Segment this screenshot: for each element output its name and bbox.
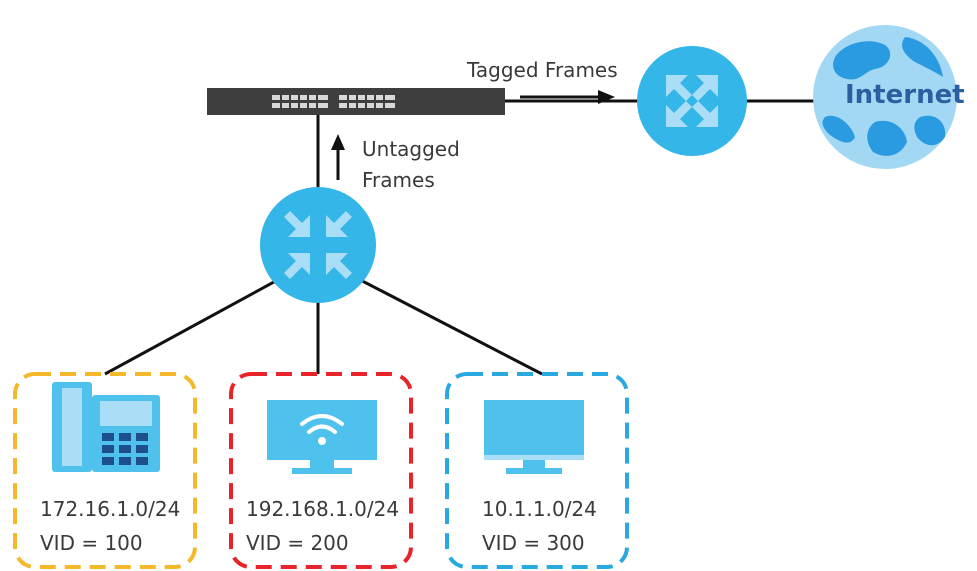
vlan-box-300 xyxy=(445,372,629,569)
vid-label-200: VID = 200 xyxy=(246,531,349,555)
subnet-label-200: 192.168.1.0/24 xyxy=(246,497,400,521)
vlan-box-200 xyxy=(229,372,413,569)
wifi-monitor-icon xyxy=(267,400,377,474)
vid-label-100: VID = 100 xyxy=(40,531,143,555)
untagged-arrow xyxy=(331,134,345,180)
untagged-label-line2: Frames xyxy=(362,168,435,192)
internet-globe-icon xyxy=(813,25,957,169)
phone-icon xyxy=(52,382,160,472)
vlan-box-100 xyxy=(13,372,197,569)
switch xyxy=(207,88,505,115)
untagged-label-line1: Untagged xyxy=(362,137,460,161)
subnet-label-100: 172.16.1.0/24 xyxy=(40,497,181,521)
subnet-label-300: 10.1.1.0/24 xyxy=(482,497,597,521)
monitor-icon xyxy=(484,400,584,474)
tagged-arrow xyxy=(520,90,615,104)
gateway-router-icon xyxy=(637,46,747,156)
tagged-frames-label: Tagged Frames xyxy=(467,58,618,82)
vid-label-300: VID = 300 xyxy=(482,531,585,555)
internet-label: Internet xyxy=(845,80,965,110)
lan-router-icon xyxy=(260,187,376,303)
